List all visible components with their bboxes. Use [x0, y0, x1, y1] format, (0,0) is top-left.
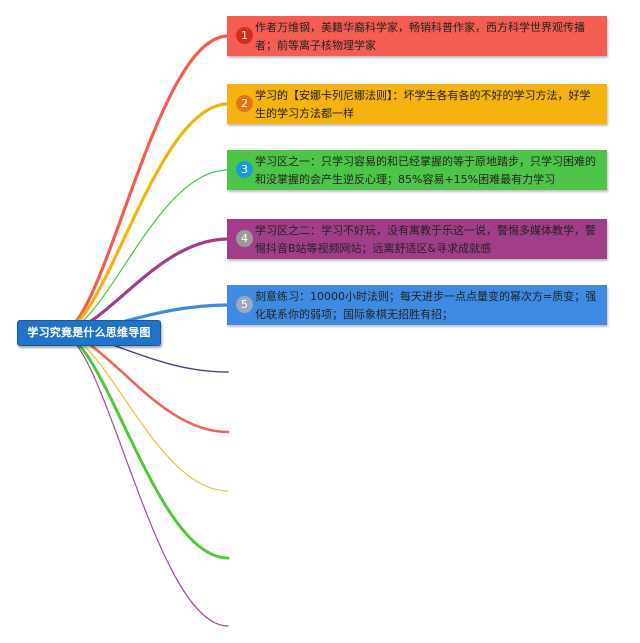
number-5-icon: 5: [236, 296, 253, 313]
central-topic[interactable]: 学习究竟是什么思维导图: [17, 320, 161, 346]
topic-1[interactable]: 1 作者万维钢，美籍华裔科学家，畅销科普作家，西方科学世界观传播者；前等离子核物…: [227, 16, 607, 56]
number-1-icon: 1: [236, 27, 253, 44]
topic-5-text: 刻意练习：10000小时法则；每天进步一点点量变的幂次方=质变；强化联系你的弱项…: [255, 290, 597, 321]
number-2-icon: 2: [236, 95, 253, 112]
empty-branch-line-2: [58, 331, 230, 434]
topic-2-text: 学习的【安娜卡列尼娜法则】：坏学生各有各的不好的学习方法，好学生的学习方法都一样: [255, 89, 591, 120]
topic-4[interactable]: 4 学习区之二：学习不好玩，没有寓教于乐这一说，警惕多媒体教学，警惕抖音B站等视…: [227, 219, 607, 259]
topic-3-text: 学习区之一：只学习容易的和已经掌握的等于原地踏步，只学习困难的和没掌握的会产生逆…: [255, 155, 596, 186]
empty-branch-line-5: [59, 332, 229, 627]
topic-5[interactable]: 5 刻意练习：10000小时法则；每天进步一点点量变的幂次方=质变；强化联系你的…: [227, 285, 607, 325]
number-4-icon: 4: [236, 230, 253, 247]
central-topic-label: 学习究竟是什么思维导图: [27, 326, 151, 339]
branch-line-2: [58, 102, 230, 335]
number-3-icon: 3: [236, 161, 253, 178]
topic-4-text: 学习区之二：学习不好玩，没有寓教于乐这一说，警惕多媒体教学，警惕抖音B站等视频网…: [255, 224, 596, 255]
branch-line-1: [58, 34, 230, 335]
topic-1-text: 作者万维钢，美籍华裔科学家，畅销科普作家，西方科学世界观传播者；前等离子核物理学…: [255, 21, 585, 52]
topic-3[interactable]: 3 学习区之一：只学习容易的和已经掌握的等于原地踏步，只学习困难的和没掌握的会产…: [227, 150, 607, 190]
empty-branch-line-4: [58, 331, 230, 560]
topic-2[interactable]: 2 学习的【安娜卡列尼娜法则】：坏学生各有各的不好的学习方法，好学生的学习方法都…: [227, 84, 607, 124]
